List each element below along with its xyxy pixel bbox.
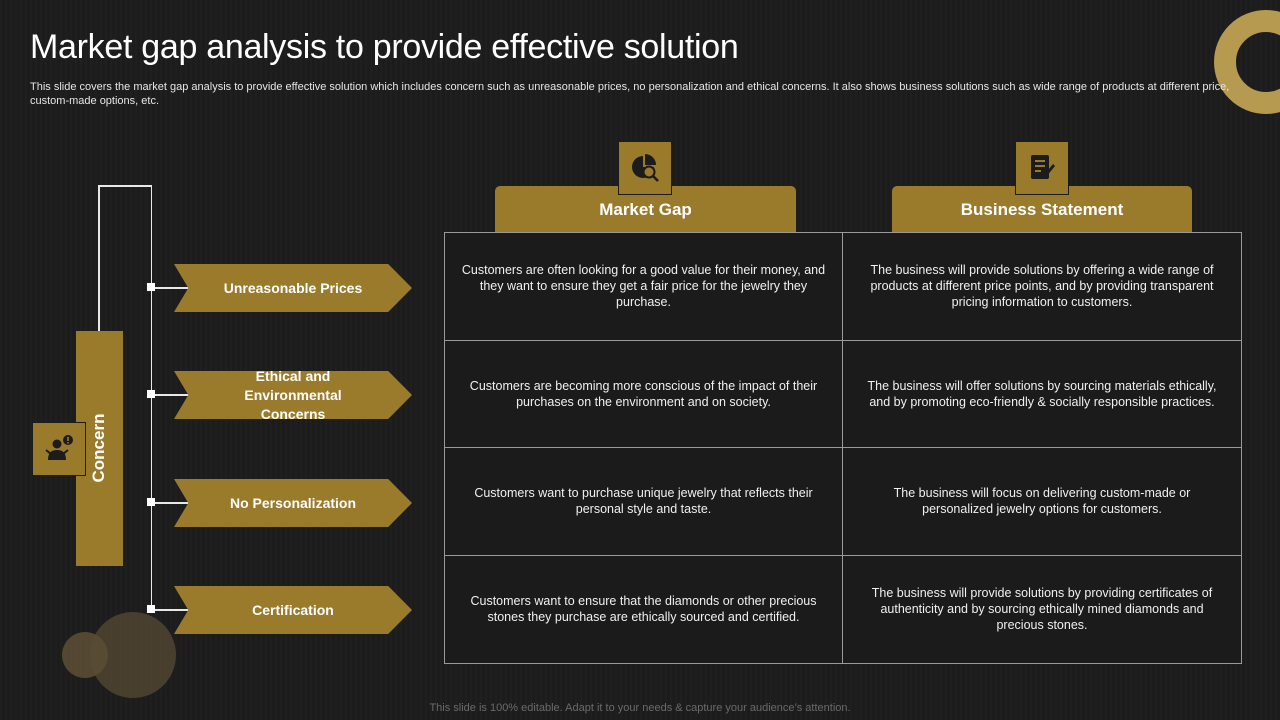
connector-node: [147, 605, 155, 613]
business-statement-icon-box: [1015, 141, 1069, 195]
business-statement-cell: The business will focus on delivering cu…: [843, 448, 1241, 556]
page-subtitle: This slide covers the market gap analysi…: [30, 81, 1230, 107]
concern-arrow-ethical-environmental: Ethical and Environmental Concerns: [174, 371, 412, 419]
connector-line: [151, 287, 195, 289]
connector-line: [98, 185, 151, 187]
connector-line: [151, 609, 195, 611]
market-gap-cell: Customers are often looking for a good v…: [445, 233, 843, 341]
concern-icon-box: [32, 422, 86, 476]
business-statement-cell: The business will provide solutions by o…: [843, 233, 1241, 341]
connector-line: [98, 185, 100, 331]
concern-arrow-no-personalization: No Personalization: [174, 479, 412, 527]
concern-arrow-certification: Certification: [174, 586, 412, 634]
footer-note: This slide is 100% editable. Adapt it to…: [429, 702, 851, 714]
connector-node: [147, 498, 155, 506]
connector-line: [151, 502, 195, 504]
decorative-circle: [62, 632, 108, 678]
concern-arrow-label: No Personalization: [229, 494, 357, 511]
concern-label: Concern: [89, 413, 108, 483]
business-statement-cell: The business will offer solutions by sou…: [843, 340, 1241, 448]
concern-arrow-unreasonable-prices: Unreasonable Prices: [174, 264, 412, 312]
document-pen-icon: [1031, 155, 1055, 179]
connector-line: [151, 394, 195, 396]
concern-arrow-label: Ethical and Environmental Concerns: [244, 367, 342, 422]
market-gap-cell: Customers want to ensure that the diamon…: [445, 555, 843, 663]
concern-arrow-label: Unreasonable Prices: [223, 279, 363, 296]
person-speech-icon: [45, 435, 73, 460]
page-title: Market gap analysis to provide effective…: [30, 28, 739, 66]
market-gap-cell: Customers are becoming more conscious of…: [445, 340, 843, 448]
pie-chart-magnifier-icon: [632, 154, 659, 182]
market-gap-icon-box: [618, 141, 672, 195]
market-gap-table: Customers are often looking for a good v…: [444, 232, 1242, 664]
business-statement-cell: The business will provide solutions by p…: [843, 555, 1241, 663]
connector-node: [147, 390, 155, 398]
connector-node: [147, 283, 155, 291]
market-gap-cell: Customers want to purchase unique jewelr…: [445, 448, 843, 556]
concern-arrow-label: Certification: [252, 601, 334, 618]
